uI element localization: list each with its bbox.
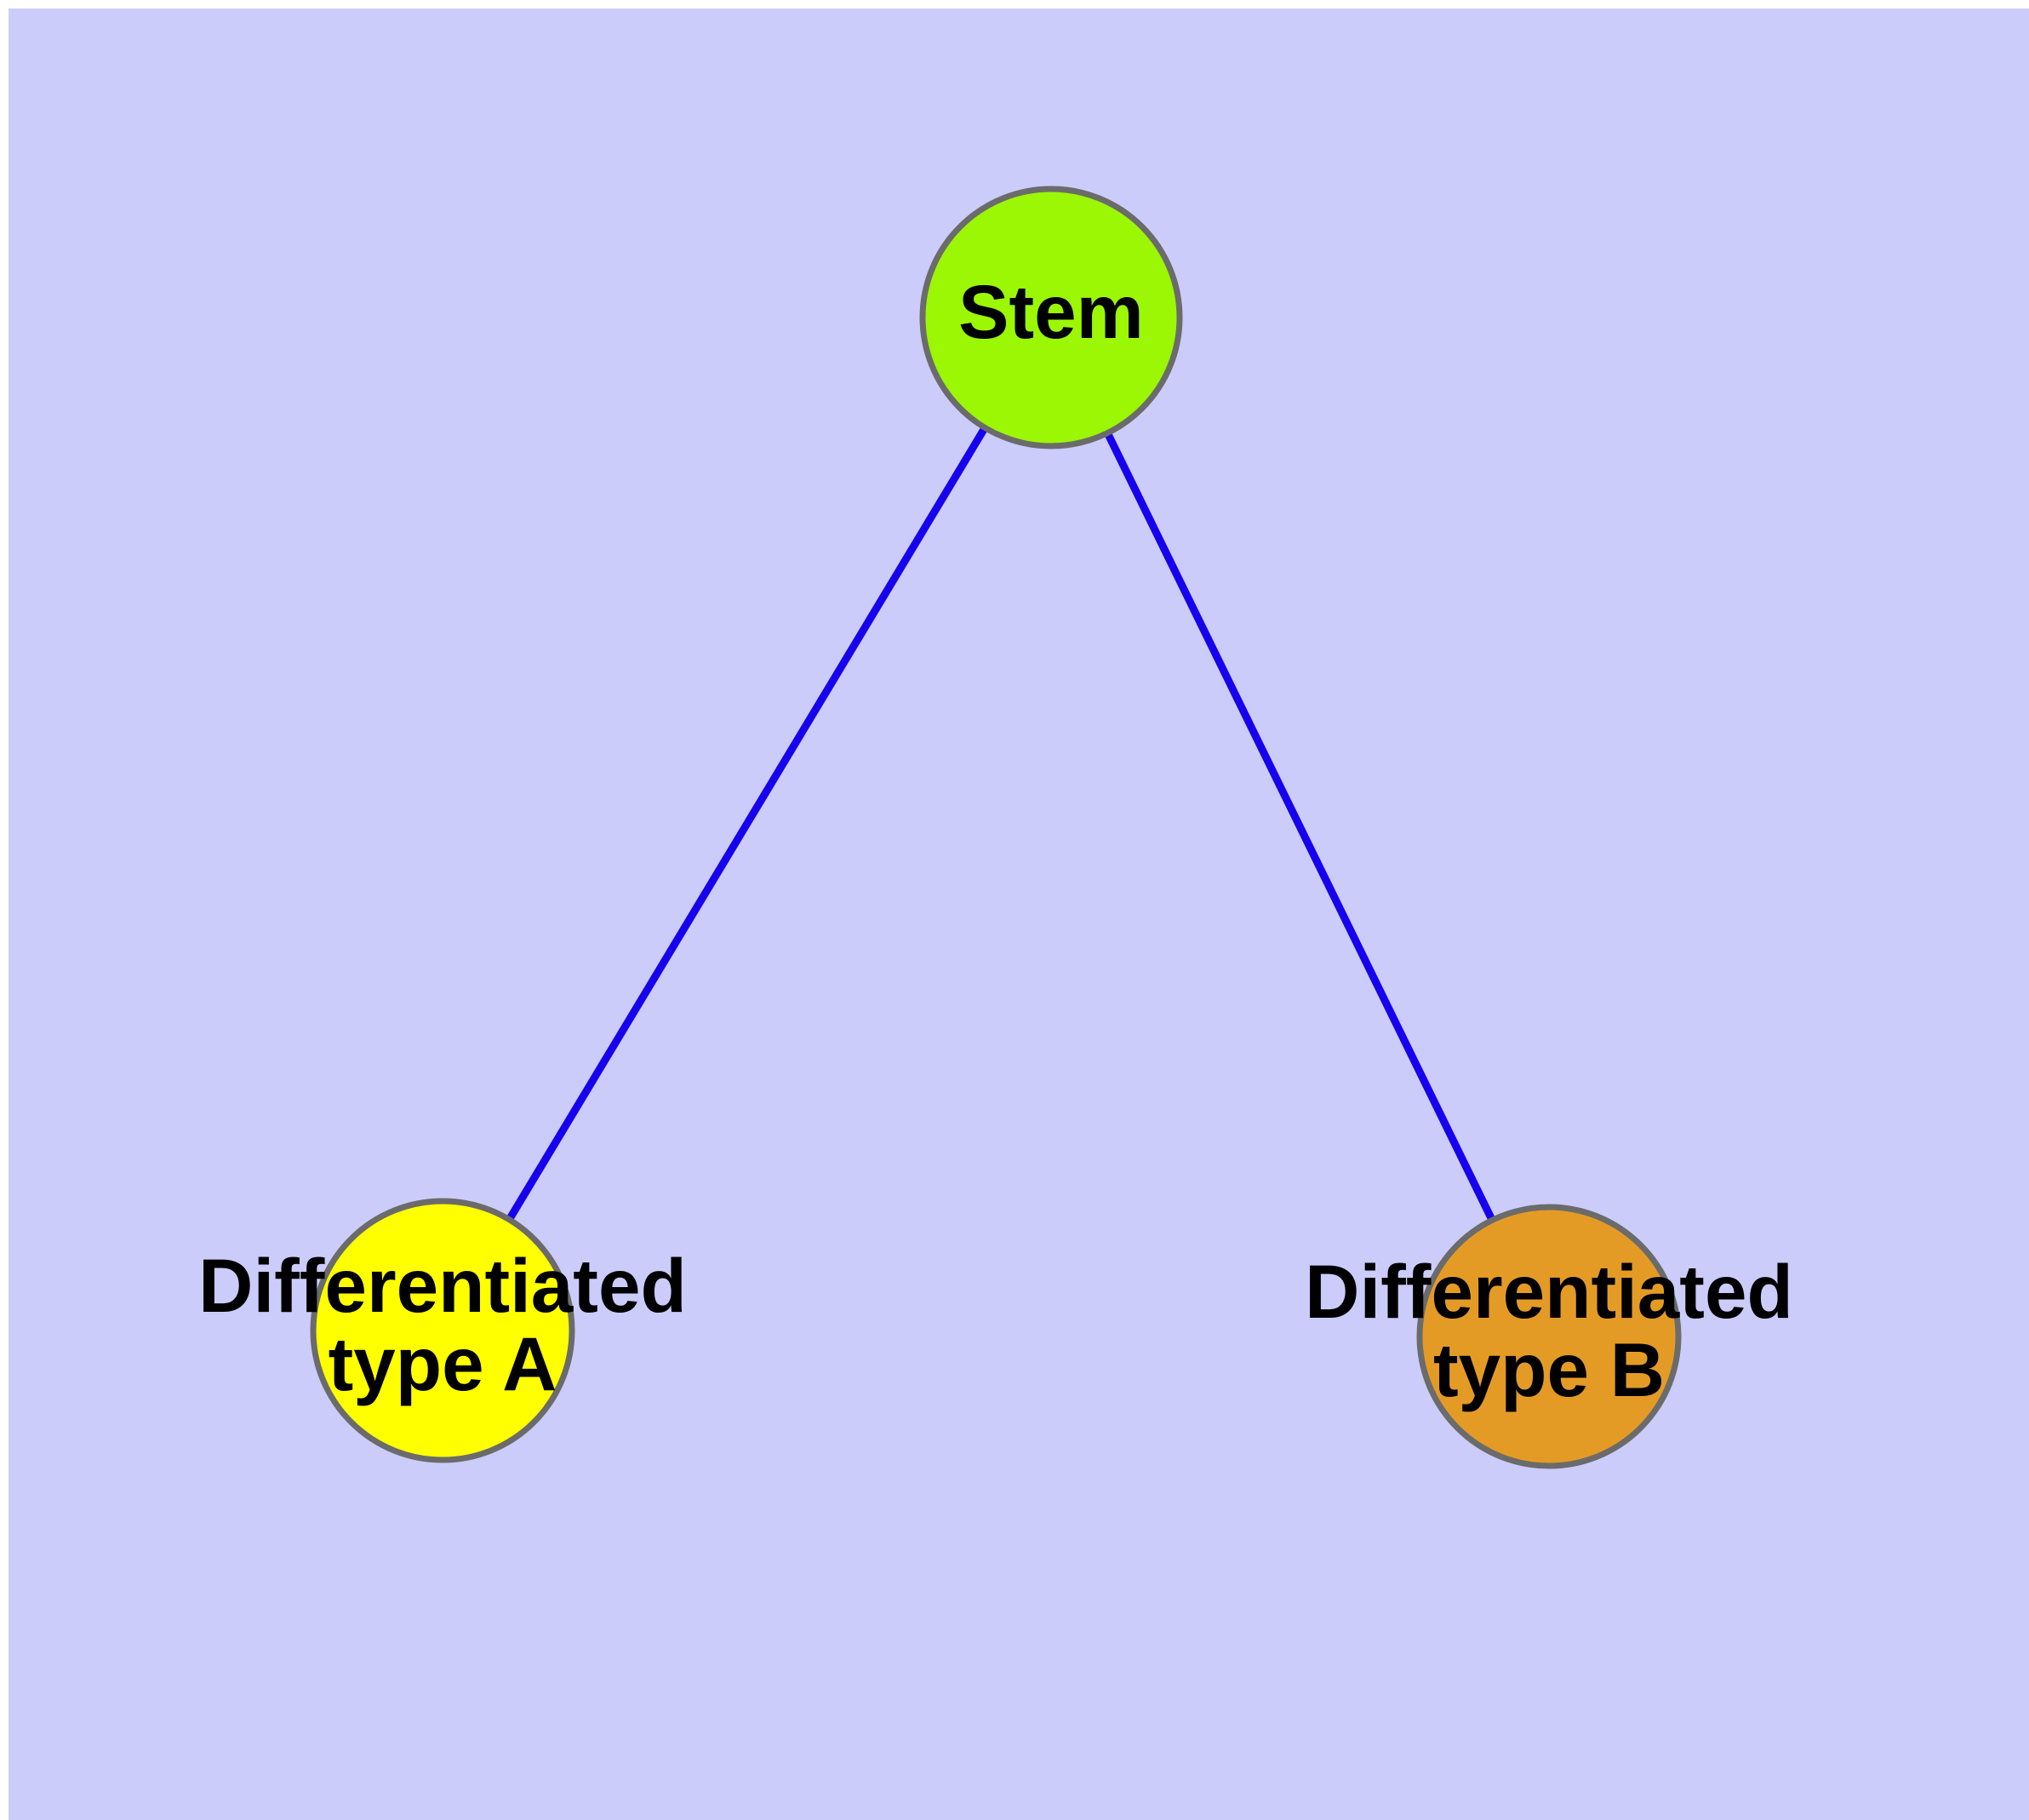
node-label-line: Stem (958, 269, 1144, 354)
node-circle-diff_b[interactable] (1416, 1204, 1682, 1469)
node-label-line: type A (329, 1320, 557, 1405)
edge-stem-to-diff_b (1102, 428, 1498, 1226)
node-label-line: Differentiated (1305, 1249, 1793, 1334)
edges-group (504, 422, 1498, 1226)
node-circle-diff_a[interactable] (310, 1198, 575, 1463)
node-label-stem: Stem (958, 269, 1144, 354)
graph-node-stem[interactable]: Stem (919, 186, 1183, 449)
node-circle-stem[interactable] (919, 186, 1183, 449)
edge-stem-to-diff_a (504, 422, 991, 1225)
node-label-line: Differentiated (198, 1243, 687, 1328)
node-label-line: type B (1433, 1326, 1665, 1411)
